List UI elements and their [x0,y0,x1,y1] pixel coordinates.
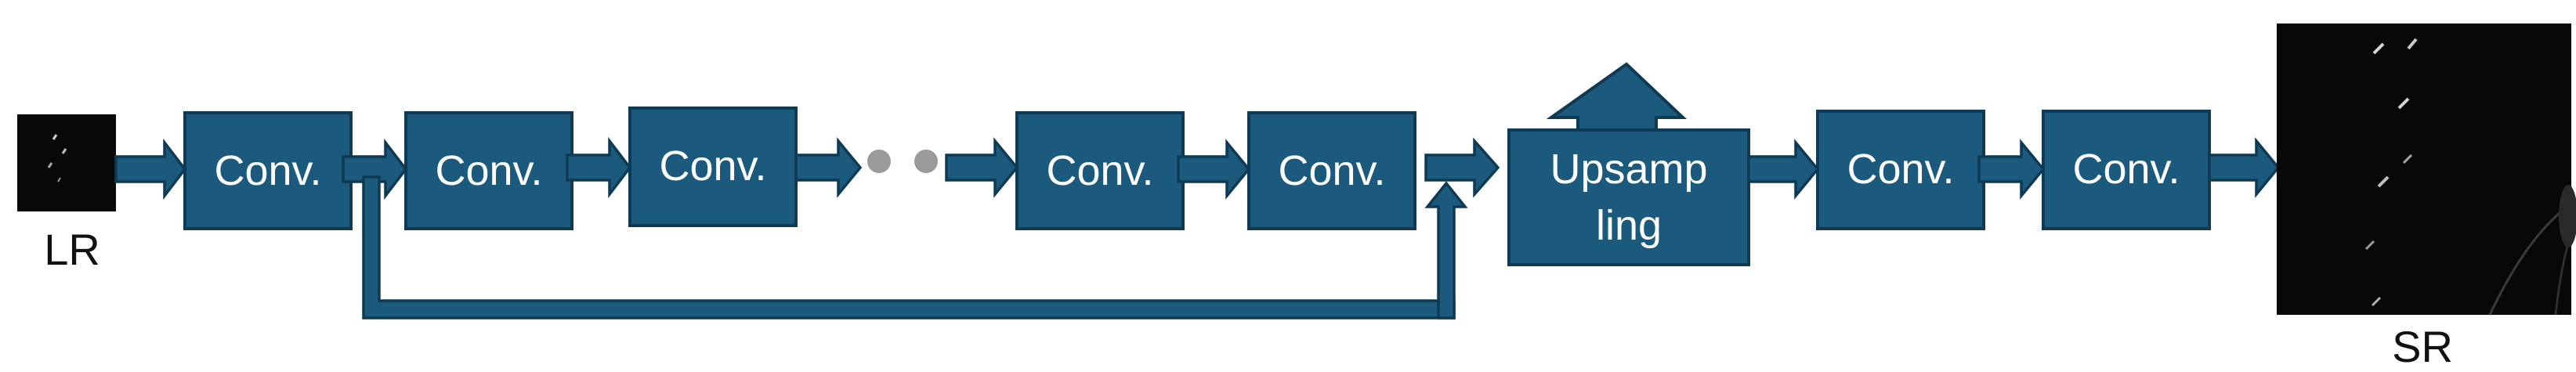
conv-block-5-label: Conv. [1278,147,1385,194]
conv-block-2-label: Conv. [435,147,542,194]
arrow-icon [566,136,632,199]
upsampling-block: Upsamp ling [1507,62,1750,266]
conv-block-7-label: Conv. [2072,146,2180,193]
conv-block-5: Conv. [1247,111,1416,230]
conv-block-4: Conv. [1015,111,1185,230]
arrow-icon [342,138,408,200]
arrow-icon [1747,139,1820,200]
conv-block-3-label: Conv. [659,143,766,190]
arrow-icon [794,137,863,198]
lr-image [17,114,116,211]
conv-block-2: Conv. [404,111,573,230]
arrow-icon [1977,139,2046,200]
lr-label: LR [44,225,100,274]
conv-block-4-label: Conv. [1046,147,1153,194]
conv-block-6-label: Conv. [1847,146,1954,193]
skip-connection-arrow [1424,181,1468,320]
upsampling-label-line1: Upsamp [1550,146,1707,193]
conv-block-3: Conv. [628,107,798,227]
upsampling-label-line2: ling [1596,202,1662,249]
ellipsis-dots-icon [867,150,938,173]
conv-block-1: Conv. [183,111,353,230]
conv-block-7: Conv. [2042,110,2211,230]
arrow-icon [1424,137,1500,198]
sr-image [2277,23,2576,316]
arrow-icon [1177,139,1251,200]
conv-block-1-label: Conv. [214,147,321,194]
arrow-icon [114,138,187,200]
arrow-icon [945,137,1019,198]
conv-block-6: Conv. [1816,110,1985,230]
sr-label: SR [2392,322,2453,371]
arrow-icon [2208,137,2281,198]
upsampling-up-arrow-icon [1546,62,1688,133]
